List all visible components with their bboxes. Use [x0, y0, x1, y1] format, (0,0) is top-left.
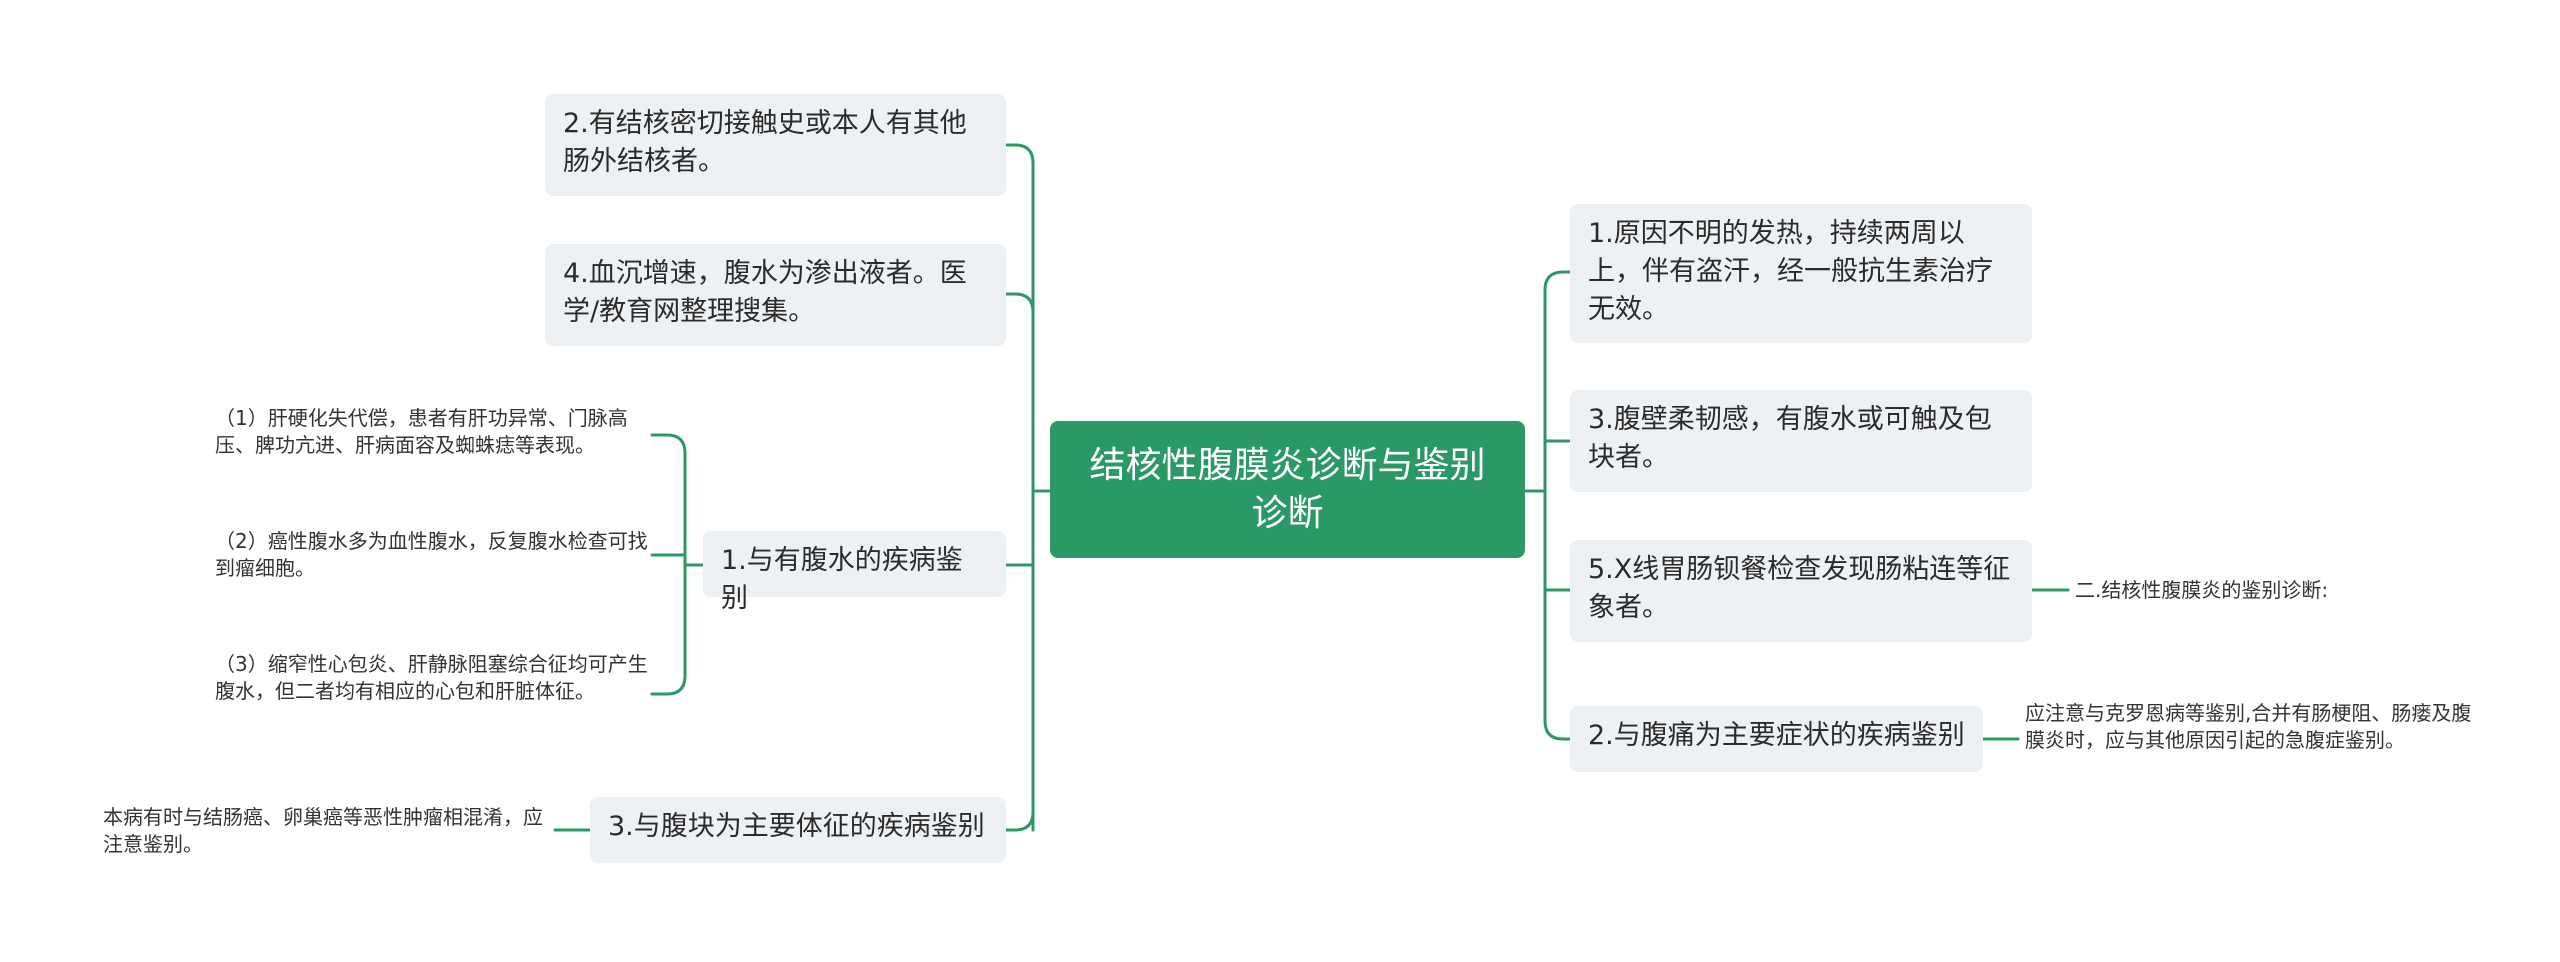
node-ascites-differential[interactable]: 1.与有腹水的疾病鉴别: [703, 531, 1006, 614]
line-left-mass: [1004, 810, 1035, 832]
leaf-malignant-ascites-text: （2）癌性腹水多为血性腹水，反复腹水检查可找到瘤细胞。: [215, 529, 648, 580]
node-esr-exudate-label: 4.血沉增速，腹水为渗出液者。医学/教育网整理搜集。: [563, 258, 967, 327]
node-abdominal-pain-differential[interactable]: 2.与腹痛为主要症状的疾病鉴别: [1570, 706, 1983, 772]
node-abdominal-wall-label: 3.腹壁柔韧感，有腹水或可触及包块者。: [1588, 404, 1992, 473]
line-left-n4: [1004, 292, 1035, 314]
node-contact-history[interactable]: 2.有结核密切接触史或本人有其他肠外结核者。: [545, 94, 1006, 196]
node-mass-differential[interactable]: 3.与腹块为主要体征的疾病鉴别: [590, 797, 1006, 863]
node-xray-barium[interactable]: 5.X线胃肠钡餐检查发现肠粘连等征象者。: [1570, 540, 2032, 642]
leaf-differential-heading: 二.结核性腹膜炎的鉴别诊断:: [2075, 577, 2375, 604]
node-mass-differential-label: 3.与腹块为主要体征的疾病鉴别: [608, 811, 985, 842]
line-right-n1: [1543, 270, 1572, 292]
leaf-differential-heading-text: 二.结核性腹膜炎的鉴别诊断:: [2075, 578, 2329, 602]
node-xray-barium-label: 5.X线胃肠钡餐检查发现肠粘连等征象者。: [1588, 554, 2011, 623]
leaf-colon-ovarian-cancer: 本病有时与结肠癌、卵巢癌等恶性肿瘤相混淆，应注意鉴别。: [103, 804, 553, 858]
leaf-cirrhosis-text: （1）肝硬化失代偿，患者有肝功异常、门脉高压、脾功亢进、肝病面容及蜘蛛痣等表现。: [215, 406, 628, 457]
node-unexplained-fever[interactable]: 1.原因不明的发热，持续两周以上，伴有盗汗，经一般抗生素治疗无效。: [1570, 204, 2032, 343]
line-right-pain: [1543, 719, 1572, 741]
node-abdominal-wall[interactable]: 3.腹壁柔韧感，有腹水或可触及包块者。: [1570, 390, 2032, 492]
node-esr-exudate[interactable]: 4.血沉增速，腹水为渗出液者。医学/教育网整理搜集。: [545, 244, 1006, 346]
node-abdominal-pain-differential-label: 2.与腹痛为主要症状的疾病鉴别: [1588, 720, 1965, 751]
leaf-constrictive-pericarditis: （3）缩窄性心包炎、肝静脉阻塞综合征均可产生腹水，但二者均有相应的心包和肝脏体征…: [215, 651, 650, 705]
node-contact-history-label: 2.有结核密切接触史或本人有其他肠外结核者。: [563, 108, 967, 177]
leaf-cirrhosis: （1）肝硬化失代偿，患者有肝功异常、门脉高压、脾功亢进、肝病面容及蜘蛛痣等表现。: [215, 405, 650, 459]
leaf-crohn-differential-text: 应注意与克罗恩病等鉴别,合并有肠梗阻、肠瘘及腹膜炎时，应与其他原因引起的急腹症鉴…: [2025, 701, 2472, 752]
leaf-colon-ovarian-cancer-text: 本病有时与结肠癌、卵巢癌等恶性肿瘤相混淆，应注意鉴别。: [103, 805, 543, 856]
leaf-constrictive-pericarditis-text: （3）缩窄性心包炎、肝静脉阻塞综合征均可产生腹水，但二者均有相应的心包和肝脏体征…: [215, 652, 648, 703]
node-unexplained-fever-label: 1.原因不明的发热，持续两周以上，伴有盗汗，经一般抗生素治疗无效。: [1588, 218, 1993, 325]
leaf-crohn-differential: 应注意与克罗恩病等鉴别,合并有肠梗阻、肠瘘及腹膜炎时，应与其他原因引起的急腹症鉴…: [2025, 700, 2480, 754]
root-topic-label: 结核性腹膜炎诊断与鉴别诊断: [1089, 444, 1486, 534]
line-left-n2: [1004, 143, 1035, 165]
node-ascites-differential-label: 1.与有腹水的疾病鉴别: [721, 545, 963, 614]
leaf-malignant-ascites: （2）癌性腹水多为血性腹水，反复腹水检查可找到瘤细胞。: [215, 528, 650, 582]
root-topic[interactable]: 结核性腹膜炎诊断与鉴别诊断: [1050, 421, 1525, 558]
